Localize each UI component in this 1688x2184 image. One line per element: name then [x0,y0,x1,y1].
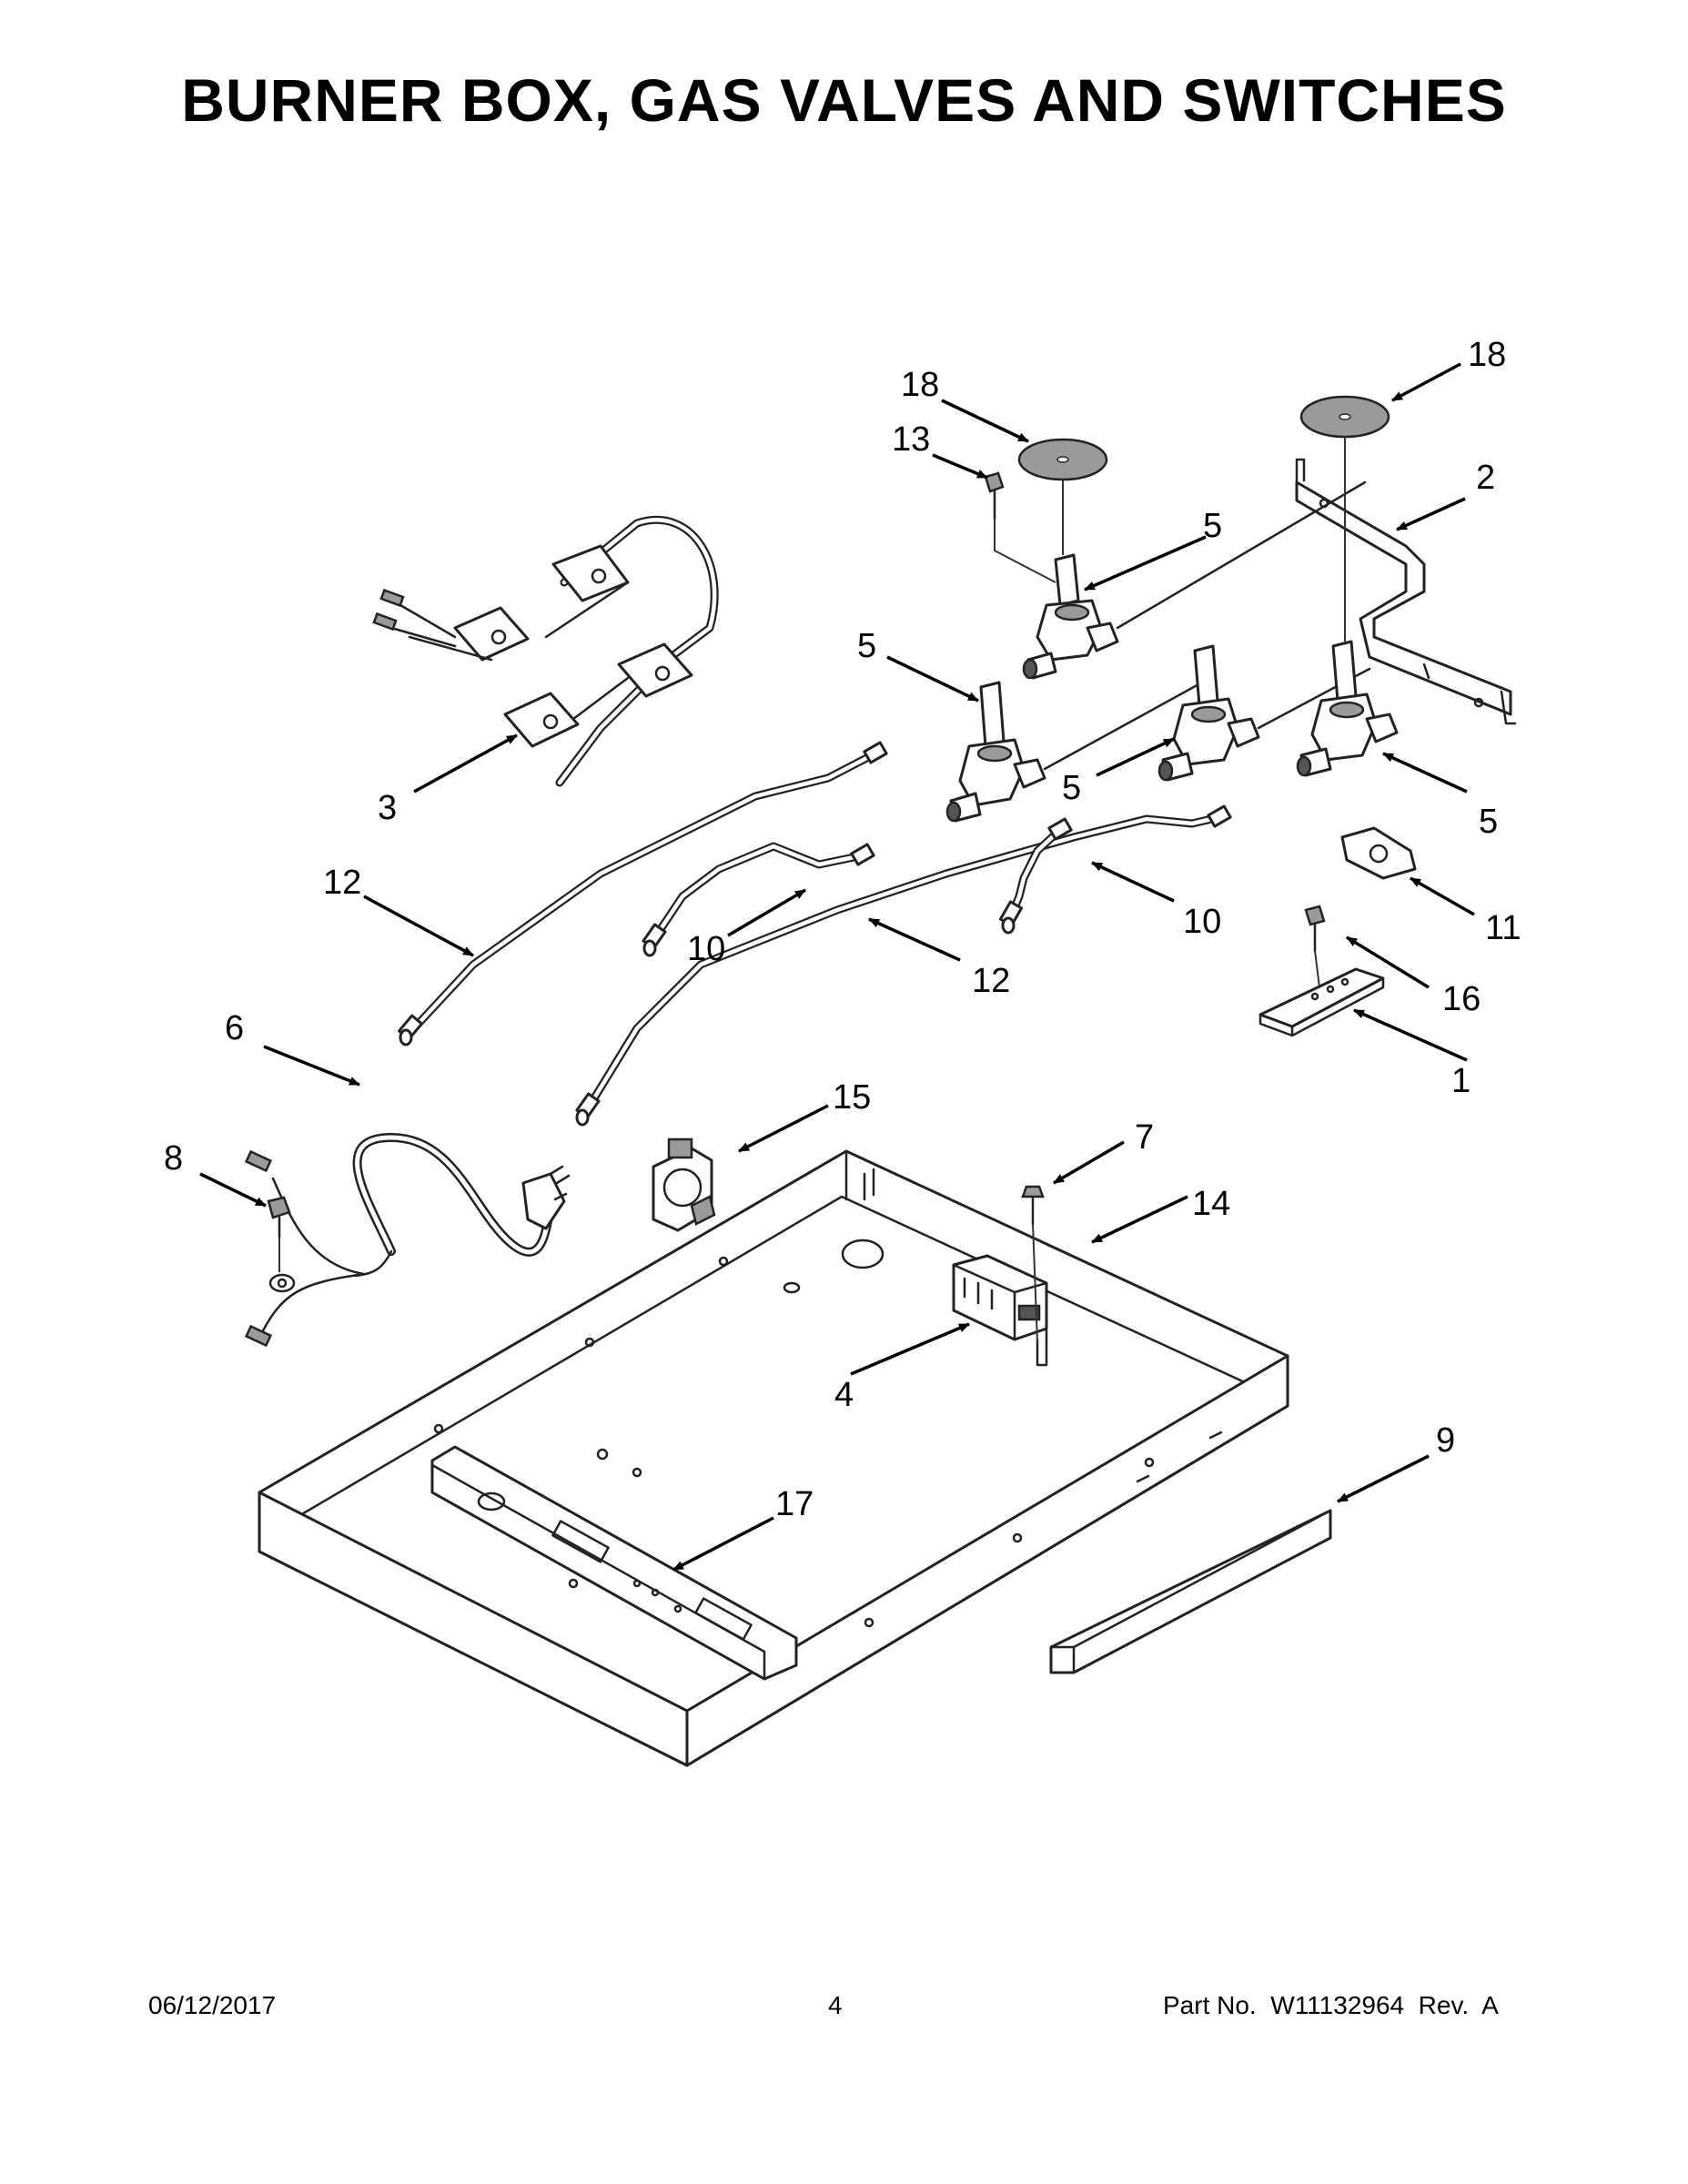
valve-seal-right [1299,395,1390,642]
callout-13: 13 [892,420,930,459]
footer-date: 06/12/2017 [148,1991,277,2019]
callout-5b: 5 [857,627,876,665]
switch-harness [372,515,719,787]
callout-11: 11 [1485,909,1521,947]
terminal-block [952,1254,1048,1367]
callout-12b: 12 [972,962,1010,1000]
callout-10b: 10 [1183,903,1221,941]
footer-part-number: Part No. W11132964 Rev. A [1163,1991,1499,2019]
callout-2: 2 [1476,459,1495,497]
page-title: BURNER BOX, GAS VALVES AND SWITCHES [181,66,1507,134]
gas-tube-short-left [642,842,875,957]
power-cord [244,1133,571,1348]
ground-screw [267,1196,296,1293]
screw-16 [1304,905,1326,988]
callout-5c: 5 [1062,769,1081,807]
callout-18a: 18 [901,366,939,404]
gas-valve-front-left [945,676,1212,823]
valve-bracket [1258,967,1385,1037]
screw-13 [984,471,1056,583]
callout-8: 8 [164,1139,183,1178]
gas-tube-short-right [998,817,1073,935]
gas-tube-long-left [398,741,888,1046]
leader-arrows [199,362,1475,1572]
callout-6: 6 [225,1009,244,1047]
callout-4: 4 [834,1376,854,1414]
callout-5d: 5 [1479,803,1498,841]
gas-manifold [1295,458,1517,725]
gas-valve-rear-left [1022,480,1367,680]
callout-3: 3 [378,789,397,827]
gas-tube-long-center [575,804,1232,1127]
callout-14: 14 [1192,1185,1230,1223]
callout-9: 9 [1436,1421,1455,1460]
callout-15: 15 [833,1078,871,1117]
switch-bracket [430,1445,798,1681]
callout-5a: 5 [1203,507,1222,545]
callout-16: 16 [1442,980,1481,1018]
callout-18b: 18 [1468,336,1506,374]
footer-page-number: 4 [828,1991,843,2019]
gas-regulator [652,1138,716,1232]
gas-valve-front-center [1157,644,1371,782]
callout-12a: 12 [323,864,361,902]
gasket [1340,826,1417,880]
foam-strip [1049,1509,1332,1674]
screw-7 [1021,1185,1045,1343]
callout-17: 17 [775,1485,814,1523]
callout-10a: 10 [687,930,725,968]
callout-7: 7 [1135,1118,1154,1157]
valve-seal-left [1017,438,1108,555]
callout-1: 1 [1451,1062,1471,1100]
callout-labels: 1 2 3 4 5 5 5 5 6 7 8 9 10 10 11 12 12 1… [164,336,1521,1523]
gas-valve-front-right [1296,640,1399,777]
